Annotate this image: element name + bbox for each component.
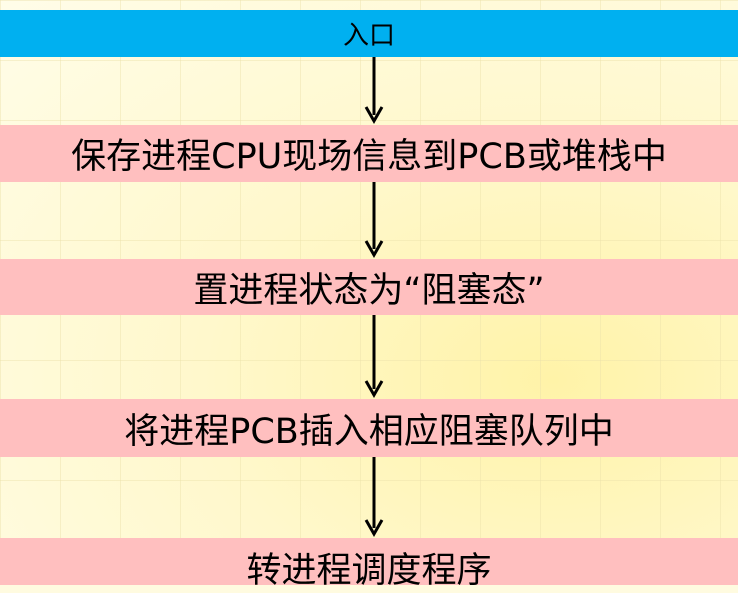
flow-arrow-4 [364, 457, 384, 538]
entry-box: 入口 [0, 10, 738, 57]
step-go-to-scheduler: 转进程调度程序 [0, 538, 738, 591]
step-save-cpu-context: 保存进程CPU现场信息到PCB或堆栈中 [0, 125, 738, 182]
step-insert-blocked-queue: 将进程PCB插入相应阻塞队列中 [0, 399, 738, 457]
flow-arrow-2 [364, 182, 384, 259]
step-set-blocked-state: 置进程状态为“阻塞态” [0, 259, 738, 315]
flow-arrow-1 [364, 57, 384, 125]
flow-arrow-3 [364, 315, 384, 399]
